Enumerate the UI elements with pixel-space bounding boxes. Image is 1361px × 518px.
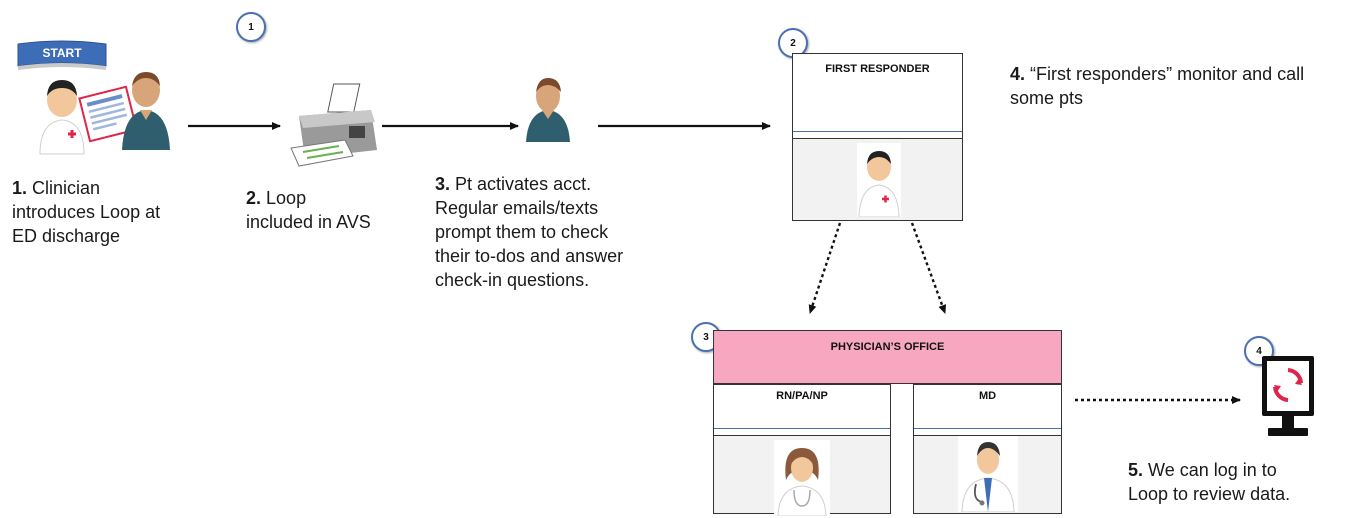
physicians-office-header: PHYSICIAN’S OFFICE <box>713 330 1062 384</box>
first-responder-divider <box>793 131 962 132</box>
rn-pa-np-nurse-icon <box>774 440 830 516</box>
start-banner-icon <box>17 40 107 70</box>
first-responder-title: FIRST RESPONDER <box>825 63 930 75</box>
md-title: MD <box>978 390 997 402</box>
start-banner: START <box>14 38 110 74</box>
step-4-number: 4. <box>1010 64 1026 84</box>
step-4-description-first: “First responders” monitor and call <box>1030 64 1305 84</box>
patient-icon <box>526 78 570 142</box>
rn-pa-np-divider <box>714 428 890 429</box>
step-3-number: 3. <box>435 174 451 194</box>
rn-pa-np-panel: RN/PA/NP <box>713 384 891 516</box>
md-body <box>914 435 1061 513</box>
step-badge-1: 1 <box>236 12 266 42</box>
clinician-with-patient-icon <box>39 72 170 155</box>
computer-monitor-icon <box>1262 356 1314 436</box>
step-3-description-first: Pt activates acct. <box>455 174 592 194</box>
step-5-description-rest: Loop to review data. <box>1128 484 1291 504</box>
step-badge-4: 4 <box>1244 336 1274 366</box>
first-responder-nurse-icon <box>857 143 901 217</box>
step-3-description-rest: Regular emails/texts prompt them to chec… <box>435 198 624 290</box>
step-2-description-rest: included in AVS <box>246 212 371 232</box>
step-2-number: 2. <box>246 188 262 208</box>
md-panel: MD <box>913 384 1062 514</box>
rn-pa-np-title: RN/PA/NP <box>776 390 828 402</box>
step-2-text: 2. Loop included in AVS <box>246 186 406 234</box>
md-doctor-icon <box>958 436 1018 512</box>
printer-icon <box>290 83 377 167</box>
step-1-description: Clinician introduces Loop at ED discharg… <box>12 178 161 246</box>
md-divider <box>914 428 1061 429</box>
dotted-arrow-to-office-right <box>910 222 947 314</box>
step-1-number: 1. <box>12 178 28 198</box>
dotted-arrow-to-office-left <box>808 222 842 314</box>
first-responder-body <box>793 138 962 220</box>
step-4-description-rest: some pts <box>1010 88 1084 108</box>
first-responder-panel: FIRST RESPONDER <box>792 53 963 221</box>
start-banner-label: START <box>42 46 82 60</box>
step-5-text: 5. We can log in to Loop to review data. <box>1128 458 1358 506</box>
step-4-text: 4. “First responders” monitor and call s… <box>1010 62 1355 110</box>
rn-pa-np-body <box>714 435 890 516</box>
step-1-text: 1. Clinician introduces Loop at ED disch… <box>12 176 202 248</box>
step-5-number: 5. <box>1128 460 1144 480</box>
physicians-office-title: PHYSICIAN’S OFFICE <box>830 341 945 353</box>
step-2-description-first: Loop <box>266 188 307 208</box>
step-3-text: 3. Pt activates acct. Regular emails/tex… <box>435 172 675 292</box>
step-5-description-first: We can log in to <box>1148 460 1277 480</box>
